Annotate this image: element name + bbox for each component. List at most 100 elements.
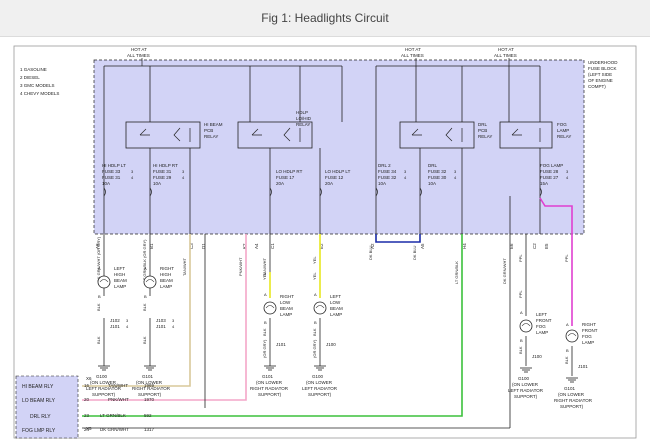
svg-text:4: 4: [454, 175, 457, 180]
svg-text:4: 4: [172, 324, 175, 329]
svg-text:PCB: PCB: [204, 128, 213, 133]
svg-text:(LEFT SIDE: (LEFT SIDE: [588, 72, 612, 77]
svg-text:DK BLU: DK BLU: [368, 245, 373, 260]
relay-fog-lamp: FOG LAMP RELAY: [499, 121, 571, 149]
svg-text:FOG: FOG: [582, 334, 592, 339]
svg-text:RIGHT RADIATOR: RIGHT RADIATOR: [132, 386, 171, 391]
lamp-left-front-fog: PPL A B LEFT FRONT FOG LAMP BLK J100 G10…: [508, 290, 552, 399]
colored-wires: [82, 197, 573, 417]
svg-text:BEAM: BEAM: [114, 278, 127, 283]
svg-text:HI HDLP RT: HI HDLP RT: [153, 163, 178, 168]
svg-text:FRONT: FRONT: [536, 318, 552, 323]
svg-text:FRONT: FRONT: [582, 328, 598, 333]
svg-text:PNK/WHT: PNK/WHT: [108, 397, 129, 402]
svg-text:FUSE 31: FUSE 31: [153, 169, 172, 174]
svg-text:DRL 2: DRL 2: [378, 163, 391, 168]
fuse-lo-hdlp-rt: LO HDLP RT FUSE 17 20A: [269, 169, 303, 197]
fuse-hi-hdlp-rt: HI HDLP RT FUSE 31 FUSE 29 10A 3 4: [149, 163, 185, 197]
svg-text:FUSE 34: FUSE 34: [378, 169, 397, 174]
svg-text:(ON LOWER: (ON LOWER: [136, 380, 163, 385]
svg-text:LAMP: LAMP: [330, 312, 342, 317]
svg-text:1970: 1970: [144, 397, 155, 402]
svg-text:LO HDLP RT: LO HDLP RT: [276, 169, 303, 174]
svg-text:RELAY: RELAY: [204, 134, 218, 139]
legend-item: 3 GMC MODELS: [20, 83, 55, 88]
svg-text:4: 4: [131, 175, 134, 180]
svg-text:SUPPORT): SUPPORT): [560, 404, 584, 409]
svg-text:J103: J103: [156, 318, 166, 323]
svg-text:OF ENGINE: OF ENGINE: [588, 78, 613, 83]
svg-text:HI BEAM: HI BEAM: [204, 122, 223, 127]
svg-text:1317: 1317: [144, 427, 155, 432]
lamp-right-high-beam: A B RIGHT HIGH BEAM LAMP BLK J103 3 J101…: [132, 266, 175, 397]
pin-label: H4: [462, 243, 467, 249]
svg-text:HIGH: HIGH: [160, 272, 171, 277]
svg-text:G101: G101: [564, 386, 576, 391]
svg-text:HOT AT: HOT AT: [498, 47, 514, 52]
svg-text:592: 592: [144, 413, 152, 418]
pin-label: A8: [95, 243, 100, 249]
lamp-right-low-beam: YEL A B RIGHT LOW BEAM LAMP BLK (OR GRY)…: [250, 272, 294, 397]
pin-label: D1: [201, 243, 206, 249]
svg-text:ALL TIMES: ALL TIMES: [127, 53, 150, 58]
svg-text:LAMP: LAMP: [557, 128, 569, 133]
svg-text:SUPPORT): SUPPORT): [258, 392, 282, 397]
pin-label: C1: [270, 243, 275, 249]
pin-label: C2: [532, 243, 537, 249]
relay-row-label: FOG LMP RLY: [22, 428, 56, 434]
svg-text:BLK: BLK: [96, 303, 101, 311]
svg-text:B: B: [314, 320, 317, 325]
svg-text:FUSE 29: FUSE 29: [153, 175, 172, 180]
svg-text:FUSE 32: FUSE 32: [378, 175, 397, 180]
svg-text:RELAY: RELAY: [296, 122, 310, 127]
pin-label: A4: [254, 243, 259, 249]
lamp-right-front-fog: A B RIGHT FRONT FOG LAMP BLK J101 G101 (…: [554, 322, 598, 409]
svg-text:DRL: DRL: [478, 122, 487, 127]
svg-text:RIGHT: RIGHT: [280, 294, 294, 299]
wire-labels: DK GRN/WHT (OR GRY) LT GRN/BLK (OR GRY) …: [96, 236, 569, 284]
pin-label: K2: [242, 243, 247, 249]
svg-text:1969: 1969: [144, 383, 155, 388]
svg-text:3: 3: [172, 318, 175, 323]
svg-text:BLK: BLK: [142, 336, 147, 344]
svg-text:FUSE 30: FUSE 30: [428, 175, 447, 180]
fuse-outputs: [103, 196, 541, 234]
relay-drl-pcb: DRL PCB RELAY: [399, 121, 492, 149]
svg-text:(OR GRY): (OR GRY): [312, 339, 317, 358]
svg-text:LAMP: LAMP: [280, 312, 292, 317]
connector-pins: A8 B1 C3 D1 K2 A4 C1 E2 A2 A5 H4 E6 C2 E…: [95, 243, 549, 249]
svg-text:LEFT: LEFT: [114, 266, 125, 271]
pin-label: C3: [189, 243, 194, 249]
svg-text:B: B: [520, 338, 523, 343]
svg-text:LOW: LOW: [330, 300, 341, 305]
svg-text:20A: 20A: [276, 181, 284, 186]
relay-row-label: HI BEAM RLY: [22, 384, 54, 390]
svg-text:DK GRN/WHT: DK GRN/WHT: [100, 427, 129, 432]
svg-text:(ON LOWER: (ON LOWER: [306, 380, 333, 385]
svg-text:COMPT): COMPT): [588, 84, 606, 89]
svg-text:BEAM: BEAM: [280, 306, 293, 311]
svg-text:ALL TIMES: ALL TIMES: [494, 53, 517, 58]
legend-item: 4 CHEVY MODELS: [20, 91, 59, 96]
svg-text:SUPPORT): SUPPORT): [92, 392, 116, 397]
svg-text:4: 4: [404, 175, 407, 180]
legend-item: 2 DIESEL: [20, 75, 40, 80]
svg-text:(ON LOWER: (ON LOWER: [90, 380, 117, 385]
svg-text:LT GRN/BLK: LT GRN/BLK: [100, 413, 126, 418]
svg-text:10A: 10A: [378, 181, 386, 186]
svg-text:3: 3: [182, 169, 185, 174]
figure-title: Fig 1: Headlights Circuit: [261, 11, 389, 25]
svg-text:PPL: PPL: [518, 254, 523, 262]
svg-text:J101: J101: [110, 324, 120, 329]
svg-text:LOW: LOW: [280, 300, 291, 305]
svg-text:BLK: BLK: [262, 328, 267, 336]
svg-text:PPL: PPL: [564, 254, 569, 262]
svg-text:(ON LOWER: (ON LOWER: [256, 380, 283, 385]
svg-text:RIGHT RADIATOR: RIGHT RADIATOR: [554, 398, 593, 403]
svg-text:FUSE 32: FUSE 32: [428, 169, 447, 174]
svg-text:BLK: BLK: [142, 303, 147, 311]
fuse-block-label: UNDERHOOD FUSE BLOCK (LEFT SIDE OF ENGIN…: [588, 60, 618, 89]
svg-text:BLK: BLK: [312, 328, 317, 336]
fuse-drl: DRL FUSE 32 FUSE 30 10A 3 4: [419, 163, 457, 197]
wire-purple: [539, 197, 573, 326]
